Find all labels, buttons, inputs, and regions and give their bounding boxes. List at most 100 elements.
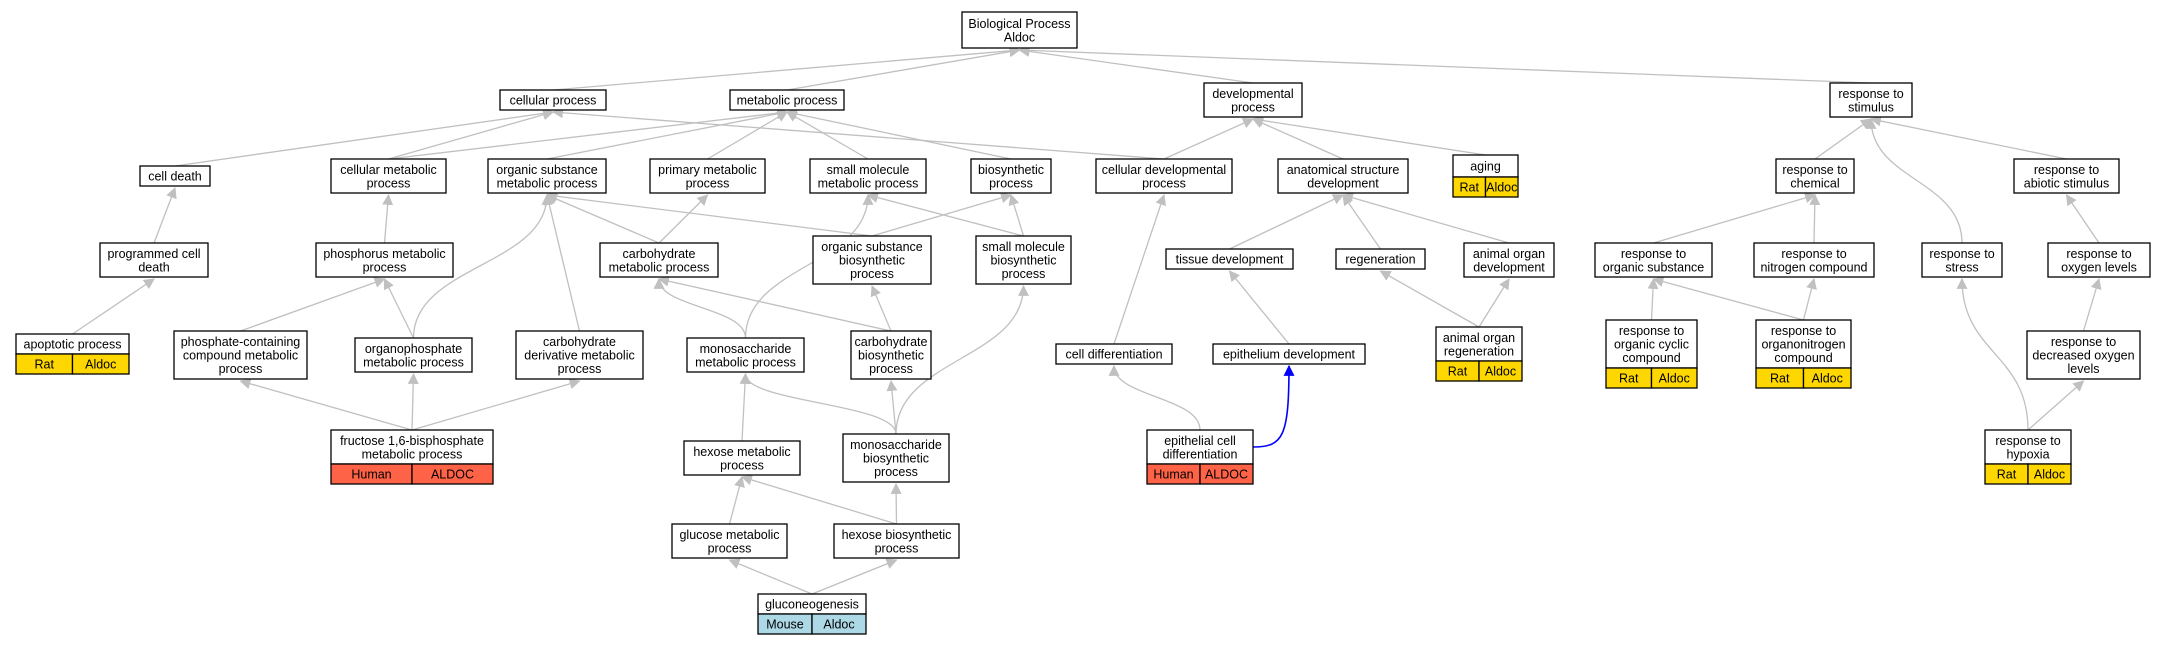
node-box xyxy=(1095,158,1233,194)
node-label-line: response to xyxy=(2066,247,2131,261)
node-label-line: process xyxy=(1231,100,1275,114)
node-label-line: abiotic stimulus xyxy=(2024,176,2109,190)
edge-anatomical_structure_development-to-developmental_process xyxy=(1251,117,1344,160)
edge-response_to_oxygen_levels-to-response_to_abiotic_stimulus xyxy=(2065,194,2100,244)
edge-cellular_developmental_process-to-cellular_process xyxy=(551,107,1165,160)
edge-response_to_organic_substance-to-response_to_chemical xyxy=(1653,192,1817,244)
gene-tag xyxy=(1478,360,1523,382)
node-label-line: organophosphate xyxy=(365,342,462,356)
node-box xyxy=(729,89,845,111)
edge-small_molecule_metabolic_process-to-metabolic_process xyxy=(786,111,869,160)
edge-cellular_process-to-bp xyxy=(552,45,1021,91)
node-label-line: process xyxy=(363,260,407,274)
node-box xyxy=(833,523,960,559)
gene-tag xyxy=(1199,463,1254,485)
node-cell_death[interactable]: cell death xyxy=(139,165,211,187)
species-label: Rat xyxy=(1460,181,1480,195)
node-label-line: process xyxy=(1002,267,1046,281)
node-box xyxy=(330,158,447,194)
node-cellular_process[interactable]: cellular process xyxy=(499,89,607,111)
edge-epithelial_cell_differentiation-to-epithelium_development xyxy=(1252,364,1295,448)
node-box xyxy=(499,89,607,111)
node-label-line: biosynthetic xyxy=(978,163,1044,177)
gene-tag xyxy=(411,463,494,485)
node-label-line: process xyxy=(989,176,1033,190)
node-label-line: biosynthetic xyxy=(839,254,905,268)
species-label: Rat xyxy=(1448,365,1468,379)
node-label-line: carbohydrate xyxy=(623,247,696,261)
node-label-line: decreased oxygen xyxy=(2032,349,2134,363)
node-cell_differentiation[interactable]: cell differentiation xyxy=(1055,343,1173,365)
node-tissue_development[interactable]: tissue development xyxy=(1165,248,1294,270)
edge-response_to_organonitrogen-to-response_to_organic_substance xyxy=(1652,276,1804,321)
node-regeneration[interactable]: regeneration xyxy=(1335,248,1426,270)
node-epithelium_development[interactable]: epithelium development xyxy=(1212,343,1366,365)
node-label-line: organic substance xyxy=(821,240,923,254)
edge-gluconeogenesis-to-glucose_metabolic_process xyxy=(728,558,813,595)
edge-fructose_bisphosphate-to-phosphate_containing xyxy=(239,378,413,431)
node-label-line: response to xyxy=(1782,163,1847,177)
node-box xyxy=(1829,82,1913,118)
edge-gluconeogenesis-to-hexose_biosynthetic_process xyxy=(811,558,898,595)
node-metabolic_process[interactable]: metabolic process xyxy=(729,89,845,111)
edge-phosphorus_metabolic_process-to-cellular_metabolic_process xyxy=(382,193,394,244)
node-box xyxy=(1921,242,2003,278)
species-label: Human xyxy=(351,468,391,482)
node-label-line: regeneration xyxy=(1444,344,1514,358)
edge-epithelium_development-to-tissue_development xyxy=(1228,270,1290,345)
node-label-line: monosaccharide xyxy=(700,342,792,356)
edge-animal_organ_development-to-anatomical_structure_development xyxy=(1341,192,1510,244)
node-box xyxy=(1165,248,1294,270)
species-label: Mouse xyxy=(766,618,804,632)
node-label-line: response to xyxy=(2051,335,2116,349)
node-label-line: metabolic process xyxy=(818,176,919,190)
node-label-line: process xyxy=(874,465,918,479)
node-label-line: process xyxy=(869,362,913,376)
node-box xyxy=(812,235,932,285)
node-box xyxy=(1605,319,1698,369)
node-box xyxy=(961,11,1078,49)
node-label-line: metabolic process xyxy=(609,260,710,274)
